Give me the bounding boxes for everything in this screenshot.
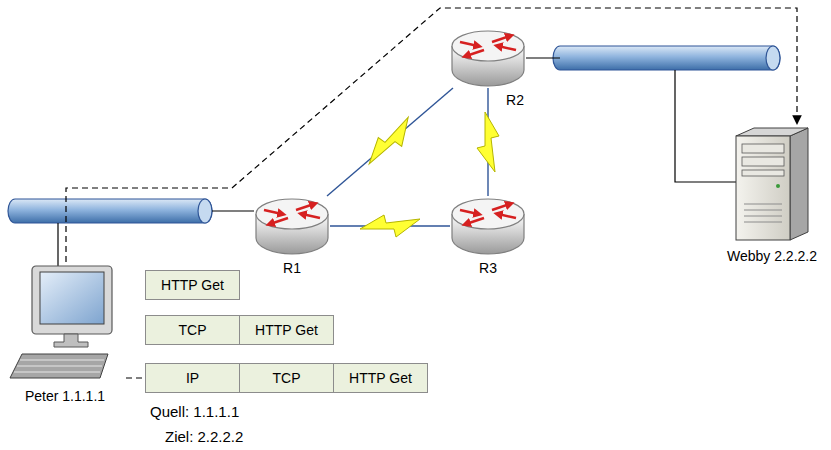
- lightning-bolt: [360, 114, 420, 170]
- device-label: R2: [444, 92, 524, 108]
- packet-header-box: TCP: [239, 363, 334, 393]
- address-note: Ziel: 2.2.2.2: [165, 428, 243, 445]
- header-text: TCP: [179, 322, 207, 338]
- device-icon: [732, 124, 812, 244]
- network-wire: [58, 58, 736, 266]
- device-icon: [6, 262, 124, 384]
- device-icon: [254, 196, 330, 256]
- packet-header-box: HTTP Get: [239, 315, 334, 345]
- header-text: IP: [186, 370, 199, 386]
- lan-bus: [8, 199, 212, 223]
- router-node: R3: [448, 196, 528, 280]
- packet-header-box: HTTP Get: [333, 363, 428, 393]
- link-group: [66, 8, 797, 262]
- header-text: HTTP Get: [255, 322, 318, 338]
- address-note: Quell: 1.1.1.1: [150, 403, 239, 420]
- device-label: Webby 2.2.2.2: [722, 248, 822, 264]
- device-label: R1: [252, 260, 332, 276]
- packet-header-box: TCP: [145, 315, 240, 345]
- link-group: [327, 88, 453, 196]
- lan-bus: [553, 46, 780, 70]
- wan-link: [327, 88, 453, 196]
- link-group: [477, 88, 499, 196]
- header-text: TCP: [273, 370, 301, 386]
- lightning-bolt: [477, 112, 499, 172]
- device-icon: [450, 196, 526, 256]
- device-label: R3: [448, 260, 528, 276]
- link-group: [330, 215, 450, 237]
- packet-header-box: IP: [145, 363, 240, 393]
- device-label: Peter 1.1.1.1: [4, 388, 126, 404]
- packet-path: [66, 8, 797, 262]
- header-text: HTTP Get: [161, 277, 224, 293]
- packet-leader: [126, 377, 145, 378]
- computer-node: Peter 1.1.1.1: [4, 262, 126, 417]
- device-icon: [450, 28, 526, 88]
- server-node: Webby 2.2.2.2: [722, 124, 822, 278]
- packet-header-box: HTTP Get: [145, 270, 240, 300]
- router-node: R2: [448, 28, 528, 112]
- lightning-bolt: [360, 215, 420, 237]
- router-node: R1: [252, 196, 332, 280]
- header-text: HTTP Get: [349, 370, 412, 386]
- link-group: [126, 378, 145, 379]
